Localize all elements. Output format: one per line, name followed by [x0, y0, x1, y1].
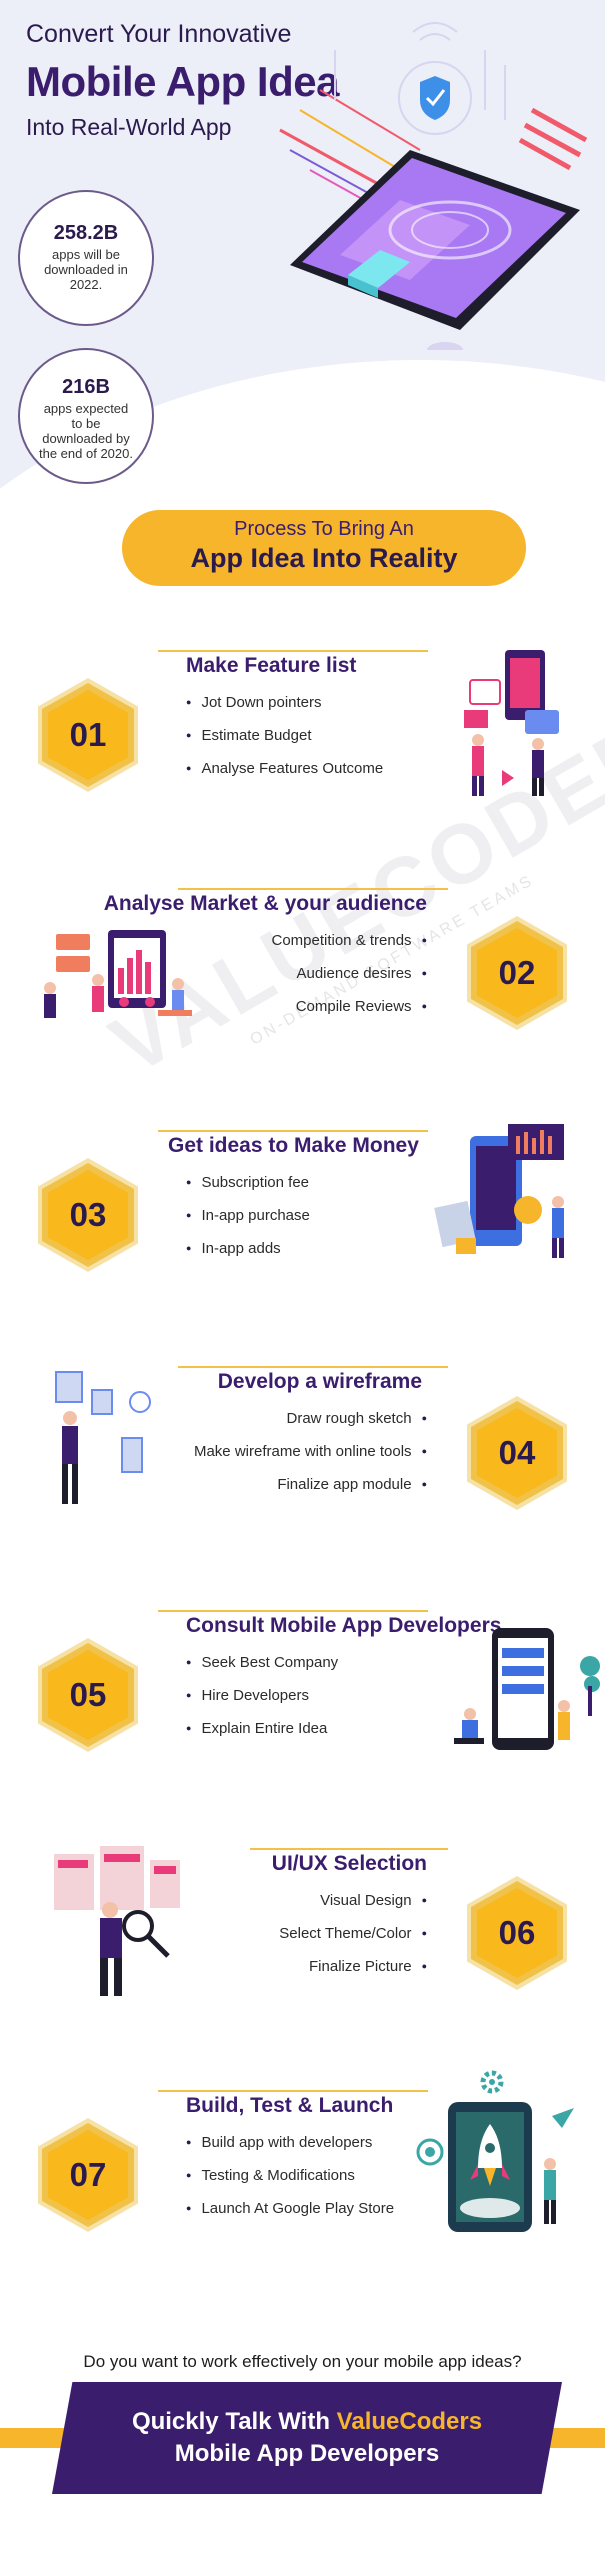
step-title: Consult Mobile App Developers [186, 1614, 502, 1637]
process-subtitle: Process To Bring An [234, 518, 414, 540]
hero-subtitle-top: Convert Your Innovative [26, 20, 292, 48]
hexagon-badge: 04 [471, 1401, 563, 1505]
step-connector [158, 650, 428, 652]
cta-banner[interactable]: Quickly Talk With ValueCoders Mobile App… [52, 2382, 562, 2494]
list-item: Estimate Budget [186, 719, 383, 752]
hero-subtitle-bottom: Into Real-World App [26, 114, 232, 140]
launch-illustration [416, 2070, 574, 2232]
decor-ring [427, 342, 463, 350]
list-item: Finalize Picture [279, 1950, 427, 1983]
step-01: 01 Make Feature list Jot Down pointers E… [0, 640, 605, 800]
feature-list-illustration [464, 650, 559, 796]
consult-developers-illustration [454, 1628, 600, 1750]
process-banner: Process To Bring An App Idea Into Realit… [122, 510, 526, 586]
market-analysis-illustration [44, 930, 192, 1018]
step-bullet-list: Build app with developers Testing & Modi… [186, 2126, 394, 2225]
list-item: In-app purchase [186, 1199, 309, 1232]
make-money-illustration [434, 1124, 564, 1258]
step-connector [178, 1366, 448, 1368]
step-title: Get ideas to Make Money [168, 1134, 419, 1157]
gear-icon [480, 2070, 504, 2094]
step-connector [250, 1848, 448, 1850]
step-connector [158, 2090, 428, 2092]
cta-prefix: Quickly Talk With [131, 2408, 337, 2435]
list-item: Jot Down pointers [186, 686, 383, 719]
list-item: Select Theme/Color [279, 1917, 427, 1950]
step-bullet-list: Competition & trends Audience desires Co… [271, 924, 427, 1023]
step-title: Build, Test & Launch [186, 2094, 394, 2117]
stat-downloads-2022: 258.2B apps will be downloaded in 2022. [18, 190, 154, 326]
list-item: Analyse Features Outcome [186, 752, 383, 785]
step-bullet-list: Seek Best Company Hire Developers Explai… [186, 1646, 338, 1745]
step-04: 04 Develop a wireframe Draw rough sketch… [0, 1358, 605, 1518]
target-icon [416, 2138, 444, 2166]
list-item: Competition & trends [271, 924, 427, 957]
cta-line1: Quickly Talk With ValueCoders [52, 2408, 562, 2436]
list-item: Compile Reviews [271, 990, 427, 1023]
step-number: 03 [69, 1196, 107, 1233]
step-number: 02 [498, 954, 536, 991]
step-bullet-list: Draw rough sketch Make wireframe with on… [194, 1402, 427, 1501]
step-connector [178, 888, 448, 890]
cta-question: Do you want to work effectively on your … [83, 2352, 522, 2371]
stat-number: 258.2B [53, 222, 119, 244]
list-item: Testing & Modifications [186, 2159, 394, 2192]
process-title: App Idea Into Reality [190, 543, 458, 573]
list-item: Audience desires [271, 957, 427, 990]
rocket-icon [470, 2124, 510, 2186]
stat-text: apps expected to be downloaded by the en… [39, 401, 133, 461]
wireframe-illustration [55, 1371, 151, 1504]
list-item: Build app with developers [186, 2126, 394, 2159]
step-number: 05 [69, 1676, 107, 1713]
step-connector [158, 1610, 428, 1612]
list-item: Explain Entire Idea [186, 1712, 338, 1745]
step-03: 03 Get ideas to Make Money Subscription … [0, 1120, 605, 1280]
wifi-icon [412, 22, 458, 41]
hero-title: Mobile App Idea [26, 58, 339, 105]
step-07: 07 Build, Test & Launch Build app with d… [0, 2070, 605, 2240]
step-06: 06 UI/UX Selection Visual Design Select … [0, 1840, 605, 2000]
list-item: Make wireframe with online tools [194, 1435, 427, 1468]
stat-number: 216B [62, 376, 110, 398]
step-number: 01 [69, 716, 107, 753]
step-bullet-list: Visual Design Select Theme/Color Finaliz… [279, 1884, 427, 1983]
ui-ux-illustration [54, 1846, 180, 1996]
stat-text: apps will be downloaded in 2022. [44, 247, 128, 292]
shield-check-icon [398, 61, 472, 135]
paper-plane-icon [552, 2108, 574, 2128]
step-number: 07 [69, 2156, 107, 2193]
list-item: Subscription fee [186, 1166, 310, 1199]
step-connector [158, 1130, 428, 1132]
hexagon-badge: 05 [42, 1643, 134, 1747]
cta-line2: Mobile App Developers [174, 2440, 440, 2467]
step-title: Make Feature list [186, 654, 357, 677]
step-title: Develop a wireframe [217, 1370, 422, 1393]
step-title: UI/UX Selection [271, 1852, 427, 1875]
list-item: Finalize app module [194, 1468, 427, 1501]
step-title: Analyse Market & your audience [103, 892, 427, 915]
list-item: Hire Developers [186, 1679, 338, 1712]
list-item: Seek Best Company [186, 1646, 338, 1679]
list-item: Draw rough sketch [194, 1402, 427, 1435]
cta-brand: ValueCoders [336, 2408, 483, 2435]
step-02: 02 Analyse Market & your audience Compet… [0, 880, 605, 1040]
stat-downloads-2020: 216B apps expected to be downloaded by t… [18, 348, 154, 484]
phone [290, 150, 580, 330]
step-number: 06 [498, 1914, 536, 1951]
hero-smartphone-illustration [279, 22, 588, 350]
hexagon-badge: 06 [471, 1881, 563, 1985]
list-item: In-app adds [186, 1232, 310, 1265]
hexagon-badge: 03 [42, 1163, 134, 1267]
step-bullet-list: Subscription fee In-app purchase In-app … [186, 1166, 310, 1265]
list-item: Visual Design [279, 1884, 427, 1917]
step-05: 05 Consult Mobile App Developers Seek Be… [0, 1600, 605, 1760]
step-bullet-list: Jot Down pointers Estimate Budget Analys… [186, 686, 383, 785]
list-item: Launch At Google Play Store [186, 2192, 394, 2225]
step-number: 04 [498, 1434, 536, 1471]
